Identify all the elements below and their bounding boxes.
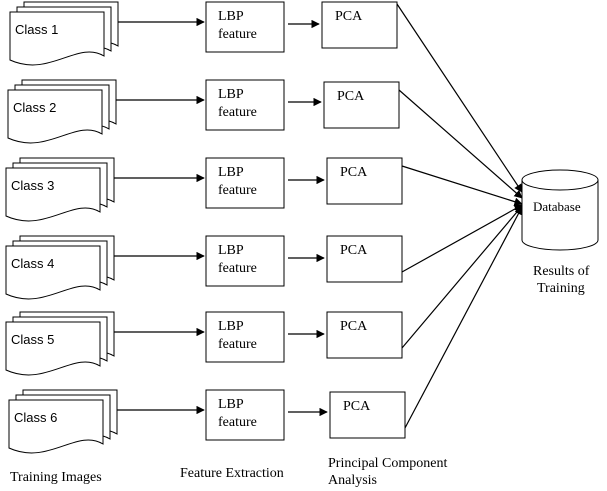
lbp-feature-label: feature (218, 27, 257, 42)
lbp-feature-label: feature (218, 105, 257, 120)
training-image-page (8, 399, 104, 454)
lbp-feature-label: feature (218, 183, 257, 198)
training-image-page (7, 89, 103, 144)
training-image-stack (9, 1, 119, 66)
arrow-to-database (398, 89, 523, 199)
training-image-page (5, 321, 101, 376)
pca-label: PCA (337, 89, 365, 104)
pca-box (326, 235, 403, 283)
training-image-stack (5, 157, 115, 222)
training-image-page (9, 11, 105, 66)
pca-box (323, 81, 400, 129)
lbp-feature-box (205, 157, 285, 209)
training-image-stack (5, 311, 115, 376)
arrow-to-database (401, 204, 523, 273)
pca-label: PCA (340, 319, 368, 334)
caption-training-images: Training Images (10, 470, 102, 485)
database-caption: Training (537, 281, 585, 296)
database-caption: Results of (533, 264, 590, 279)
lbp-feature-label: LBP (218, 319, 244, 334)
database-top (521, 169, 599, 191)
lbp-feature-label: LBP (218, 243, 244, 258)
caption-feature-extraction: Feature Extraction (180, 466, 284, 481)
training-image-stack (5, 235, 115, 300)
lbp-feature-box (205, 235, 285, 287)
caption-pca-line2: Analysis (328, 473, 377, 488)
database-cylinder: Database (521, 169, 599, 251)
database-body (521, 180, 599, 251)
class-label: Class 5 (11, 332, 54, 347)
training-image-page (5, 167, 101, 222)
arrow-to-database (404, 206, 523, 429)
class-label: Class 2 (13, 100, 56, 115)
lbp-feature-label: feature (218, 415, 257, 430)
lbp-feature-label: LBP (218, 9, 244, 24)
lbp-feature-box (205, 1, 285, 53)
caption-pca-line1: Principal Component (328, 456, 448, 471)
lbp-feature-label: feature (218, 261, 257, 276)
arrow-to-database (401, 205, 523, 349)
pca-label: PCA (343, 399, 371, 414)
training-image-page (5, 245, 101, 300)
pca-label: PCA (340, 243, 368, 258)
class-label: Class 1 (15, 22, 58, 37)
class-row-4: Class 4 LBP feature PCA (5, 204, 523, 300)
class-label: Class 6 (14, 410, 57, 425)
pca-label: PCA (340, 165, 368, 180)
lbp-feature-label: LBP (218, 165, 244, 180)
lbp-feature-box (205, 311, 285, 363)
arrow-to-database (401, 165, 523, 206)
training-image-stack (8, 389, 118, 454)
class-label: Class 4 (11, 256, 54, 271)
database-label: Database (533, 199, 581, 214)
lbp-feature-label: feature (218, 337, 257, 352)
pca-box (329, 391, 406, 439)
class-label: Class 3 (11, 178, 54, 193)
lbp-feature-box (205, 389, 285, 441)
class-row-3: Class 3 LBP feature PCA (5, 157, 523, 222)
pca-label: PCA (335, 9, 363, 24)
training-image-stack (7, 79, 117, 144)
pca-box (326, 157, 403, 205)
pca-box (321, 1, 398, 49)
lbp-feature-label: LBP (218, 87, 244, 102)
lbp-feature-label: LBP (218, 397, 244, 412)
lbp-feature-box (205, 79, 285, 131)
pca-box (326, 311, 403, 359)
arrow-to-database (396, 3, 523, 193)
